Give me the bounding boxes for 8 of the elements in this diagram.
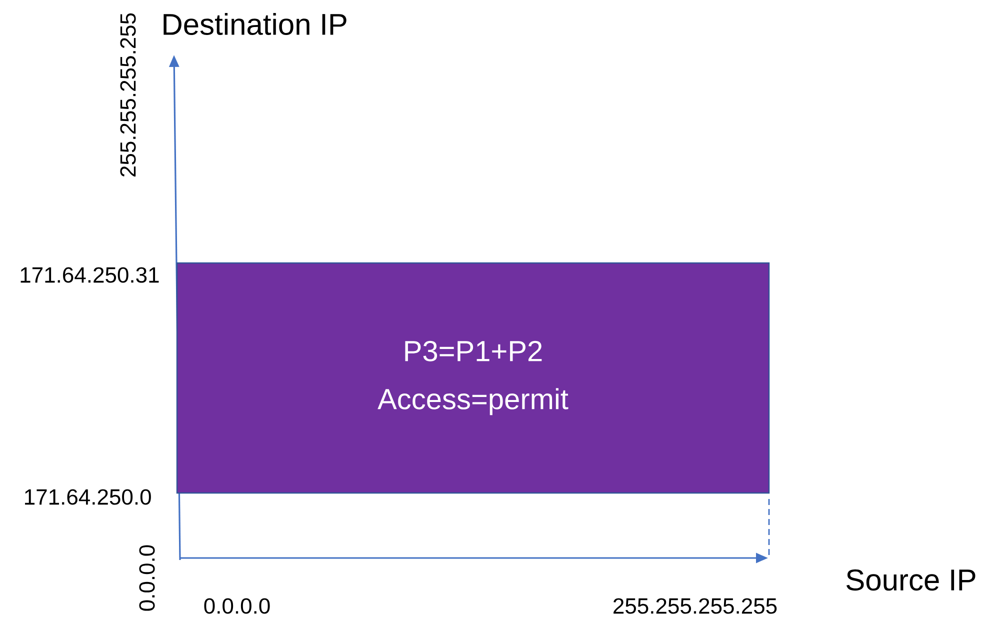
tick-label: 171.64.250.0 <box>25 489 151 505</box>
tick-label: 255.255.255.255 <box>614 598 777 614</box>
axis-value: 0.0.0.0 <box>139 545 155 611</box>
tick-label: 0.0.0.0 <box>204 598 270 614</box>
axis-value: 255.255.255.255 <box>120 13 136 176</box>
axis-title: Destination IP <box>164 12 346 36</box>
region-box: P3=P1+P2 Access=permit <box>176 262 770 494</box>
axis-title: Source IP <box>846 569 976 591</box>
